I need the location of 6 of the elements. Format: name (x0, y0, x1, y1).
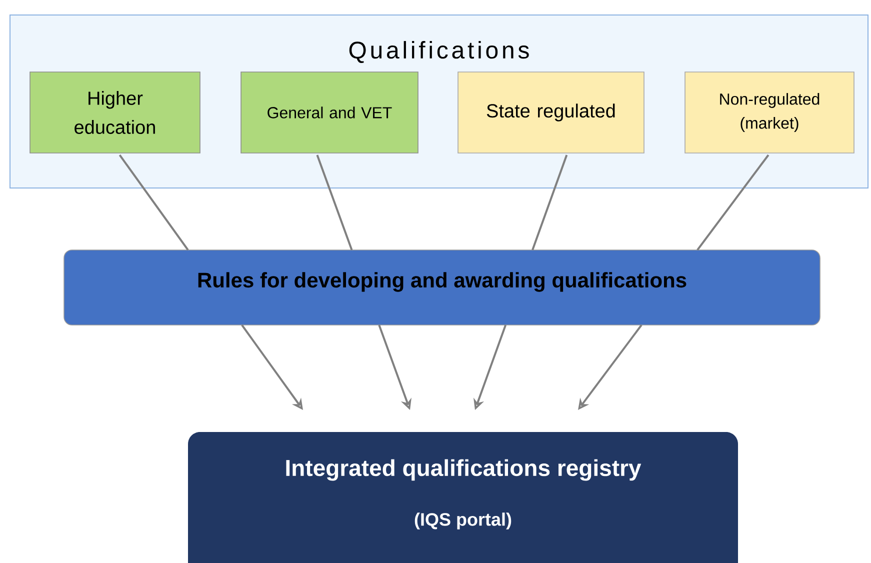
rules-banner: Rules for developing and awarding qualifications (64, 250, 820, 326)
category-box: State regulated (458, 72, 644, 154)
category-box: Non-regulated (market) (684, 72, 854, 154)
category-box: Higher education (30, 72, 200, 154)
category-box: General and VET (240, 72, 418, 154)
registry-box: Integrated qualifications registry (IQS portal) (188, 432, 738, 563)
